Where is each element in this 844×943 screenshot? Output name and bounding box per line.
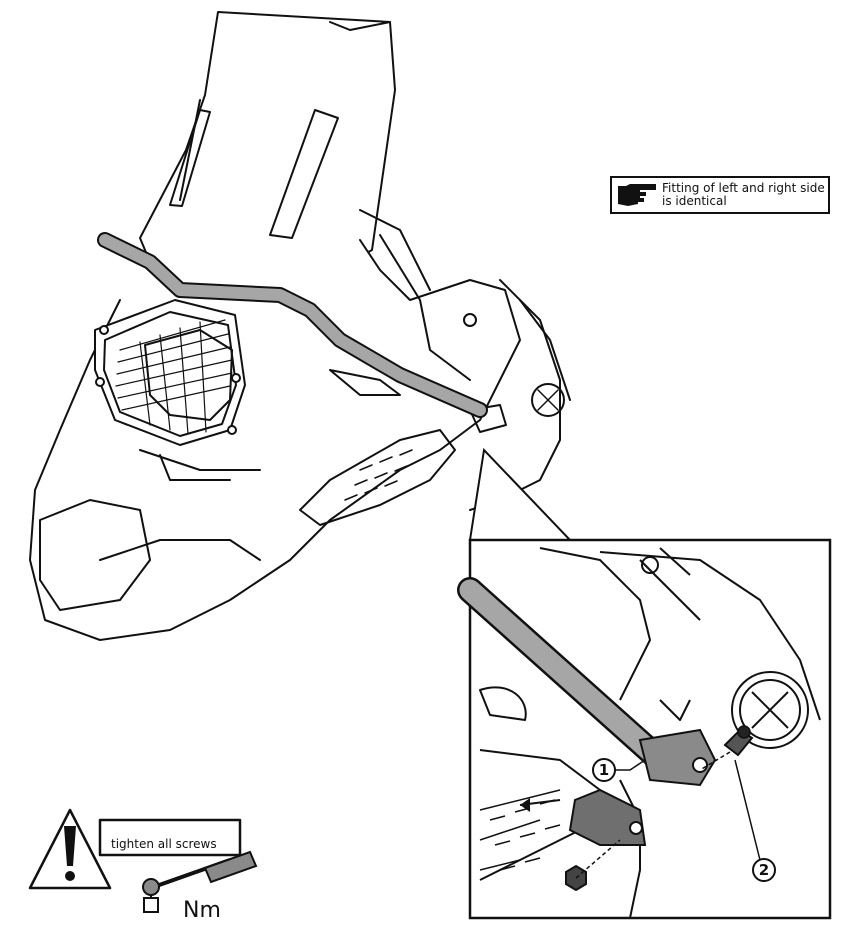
- note-line-1: Fitting of left and right side: [662, 181, 825, 195]
- callout-2: 2: [752, 858, 776, 882]
- exclamation-warning-icon: [64, 826, 76, 881]
- note-text: Fitting of left and right side is identi…: [662, 182, 825, 208]
- pointing-hand-icon: [618, 184, 656, 206]
- torque-wrench-icon: [142, 850, 258, 913]
- detail-view: [457, 538, 832, 920]
- torque-unit-label: Nm: [183, 898, 221, 923]
- tighten-screws-label: tighten all screws: [111, 837, 217, 851]
- callout-1: 1: [592, 758, 616, 782]
- detail-pointer: [468, 447, 573, 541]
- note-line-2: is identical: [662, 194, 727, 208]
- note-box: Fitting of left and right side is identi…: [610, 176, 830, 214]
